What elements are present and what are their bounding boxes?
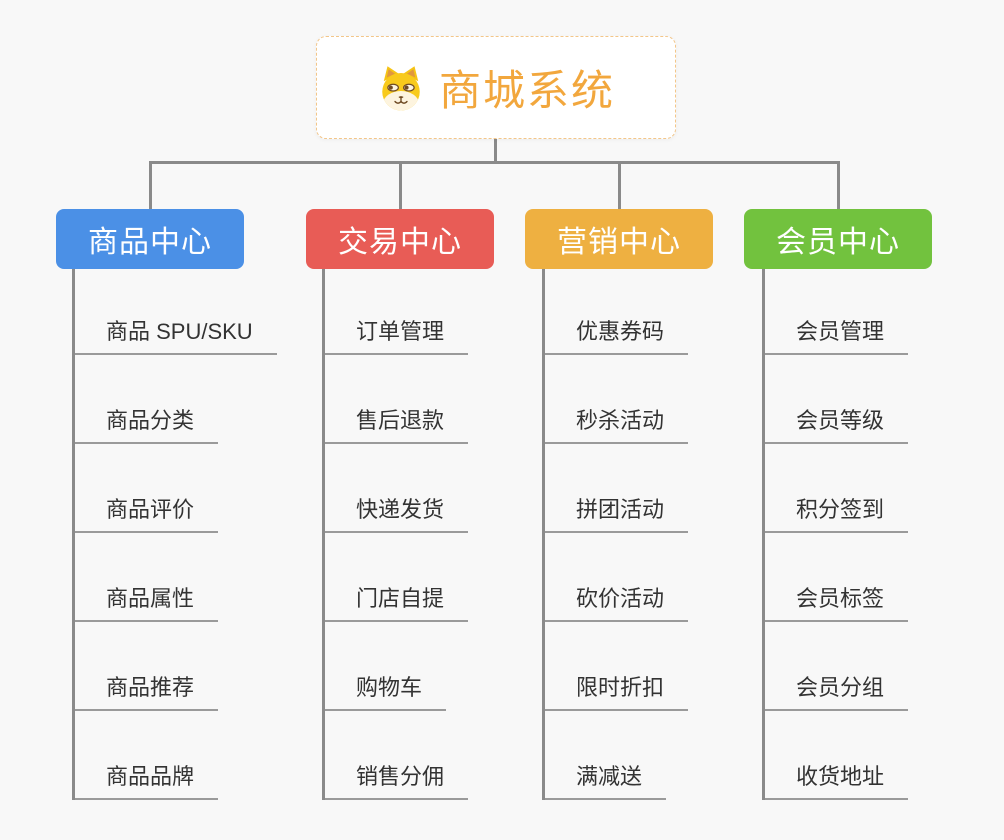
root-title: 商城系统 xyxy=(438,67,615,114)
child-node[interactable]: 拼团活动 xyxy=(545,444,689,533)
child-label: 满减送 xyxy=(545,759,667,800)
child-label: 积分签到 xyxy=(765,492,909,533)
branch-label: 会员中心 xyxy=(776,226,900,259)
child-label: 门店自提 xyxy=(325,581,469,622)
child-label: 会员管理 xyxy=(765,314,909,355)
branch-node-member-center[interactable]: 会员中心 xyxy=(744,209,932,269)
dog-face-icon xyxy=(382,65,420,110)
child-node[interactable]: 商品 SPU/SKU xyxy=(75,269,277,355)
branch-children-product-center: 商品 SPU/SKU 商品分类 商品评价 商品属性 商品推荐 商品品牌 xyxy=(72,269,277,800)
child-node[interactable]: 会员分组 xyxy=(765,622,909,711)
child-label: 商品分类 xyxy=(75,403,219,444)
branch-node-trade-center[interactable]: 交易中心 xyxy=(306,209,494,269)
connector-root-stem xyxy=(494,139,497,163)
child-node[interactable]: 秒杀活动 xyxy=(545,355,689,444)
child-label: 购物车 xyxy=(325,670,447,711)
branch-label: 商品中心 xyxy=(88,226,212,259)
child-node[interactable]: 商品属性 xyxy=(75,533,277,622)
child-label: 会员标签 xyxy=(765,581,909,622)
branch-children-marketing-center: 优惠券码 秒杀活动 拼团活动 砍价活动 限时折扣 满减送 xyxy=(542,269,689,800)
child-node[interactable]: 积分签到 xyxy=(765,444,909,533)
child-label: 会员分组 xyxy=(765,670,909,711)
branch-children-member-center: 会员管理 会员等级 积分签到 会员标签 会员分组 收货地址 xyxy=(762,269,909,800)
child-label: 商品属性 xyxy=(75,581,219,622)
branch-label: 营销中心 xyxy=(557,226,681,259)
child-node[interactable]: 订单管理 xyxy=(325,269,469,355)
child-node[interactable]: 会员标签 xyxy=(765,533,909,622)
connector-drop-marketing xyxy=(618,163,621,210)
child-label: 拼团活动 xyxy=(545,492,689,533)
child-node[interactable]: 收货地址 xyxy=(765,711,909,800)
child-label: 售后退款 xyxy=(325,403,469,444)
root-node[interactable]: 商城系统 xyxy=(316,36,676,139)
child-node[interactable]: 购物车 xyxy=(325,622,468,711)
child-node[interactable]: 销售分佣 xyxy=(325,711,469,800)
child-label: 会员等级 xyxy=(765,403,909,444)
child-label: 砍价活动 xyxy=(545,581,689,622)
child-label: 限时折扣 xyxy=(545,670,689,711)
child-node[interactable]: 快递发货 xyxy=(325,444,469,533)
child-node[interactable]: 优惠券码 xyxy=(545,269,689,355)
child-node[interactable]: 门店自提 xyxy=(325,533,469,622)
connector-drop-member xyxy=(837,163,840,210)
connector-drop-trade xyxy=(399,163,402,210)
child-label: 商品推荐 xyxy=(75,670,219,711)
child-label: 订单管理 xyxy=(325,314,469,355)
child-node[interactable]: 商品分类 xyxy=(75,355,277,444)
child-label: 商品 SPU/SKU xyxy=(75,314,277,355)
child-label: 快递发货 xyxy=(325,492,469,533)
child-label: 收货地址 xyxy=(765,759,909,800)
child-node[interactable]: 商品推荐 xyxy=(75,622,277,711)
child-node[interactable]: 商品评价 xyxy=(75,444,277,533)
child-label: 秒杀活动 xyxy=(545,403,689,444)
branch-node-product-center[interactable]: 商品中心 xyxy=(56,209,244,269)
child-node[interactable]: 会员管理 xyxy=(765,269,909,355)
branch-children-trade-center: 订单管理 售后退款 快递发货 门店自提 购物车 销售分佣 xyxy=(322,269,469,800)
child-node[interactable]: 商品品牌 xyxy=(75,711,277,800)
child-label: 优惠券码 xyxy=(545,314,689,355)
child-node[interactable]: 限时折扣 xyxy=(545,622,689,711)
child-label: 商品评价 xyxy=(75,492,219,533)
branch-node-marketing-center[interactable]: 营销中心 xyxy=(525,209,713,269)
child-label: 销售分佣 xyxy=(325,759,469,800)
connector-horizontal-bar xyxy=(149,161,840,164)
connector-drop-product xyxy=(149,163,152,210)
child-label: 商品品牌 xyxy=(75,759,219,800)
branch-label: 交易中心 xyxy=(338,226,462,259)
child-node[interactable]: 砍价活动 xyxy=(545,533,689,622)
child-node[interactable]: 售后退款 xyxy=(325,355,469,444)
child-node[interactable]: 满减送 xyxy=(545,711,688,800)
child-node[interactable]: 会员等级 xyxy=(765,355,909,444)
